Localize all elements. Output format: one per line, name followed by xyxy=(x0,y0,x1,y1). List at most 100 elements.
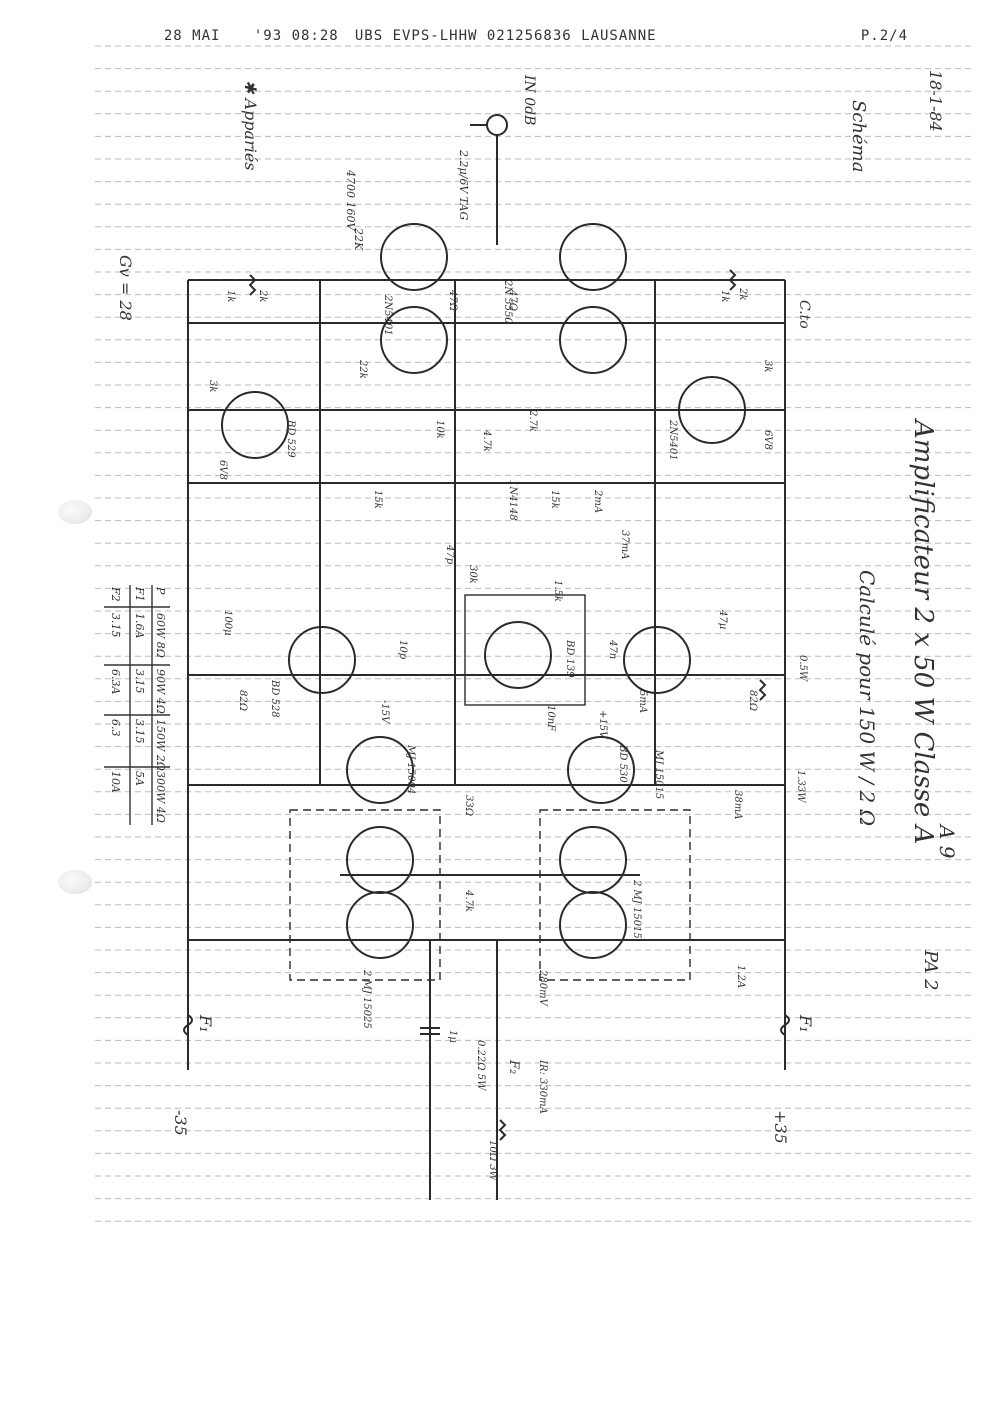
asterisk-note: ✱ Appariés xyxy=(241,80,260,171)
component-labels: 2k 1k 2k 1k 3k 3k 47Ω 47Ω 22k 15k 15k 2.… xyxy=(207,287,808,1182)
input-cap: 2.2μ/6V TAG xyxy=(457,149,470,220)
fax-date: 28 MAI xyxy=(163,28,221,44)
d-1n4148: 1N4148 xyxy=(507,480,518,521)
r-15: 1.5k xyxy=(552,580,563,602)
fax-timestamp: '93 08:28 xyxy=(235,12,339,44)
date-written: 18-1-84 xyxy=(926,70,945,132)
r-15k-2: 15k xyxy=(549,490,560,509)
input-jack xyxy=(486,114,508,136)
v-280mv: 280mV xyxy=(537,969,548,1008)
label-q4: 2N5401 xyxy=(667,419,678,461)
r-47-1: 47Ω xyxy=(447,289,458,311)
fuse-table-header: 60W 8Ω xyxy=(154,613,167,658)
i-37ma: 37mA xyxy=(619,530,630,559)
fuse-table-cell: F1 xyxy=(133,586,146,602)
r-30k: 30k xyxy=(467,565,478,584)
dashed-box-right xyxy=(539,809,691,981)
fax-sender-text: UBS EVPS-LHHW 021256836 LAUSANNE xyxy=(354,28,657,44)
fuse-pos xyxy=(780,1014,790,1036)
r-2k-1: 2k xyxy=(257,289,268,302)
input-r: 22K xyxy=(352,227,365,251)
c-1u: 1μ xyxy=(447,1030,458,1043)
c-47p: 47p xyxy=(444,544,455,565)
transistor-q15 xyxy=(559,891,627,959)
fax-time: '93 08:28 xyxy=(253,28,339,44)
r-27k: 2.7k xyxy=(527,409,538,432)
r-3k-2: 3k xyxy=(762,360,773,372)
fax-page-number: P.2/4 xyxy=(860,28,909,44)
fuse-table-grid xyxy=(104,585,170,825)
supply-neg: -35 xyxy=(171,1110,190,1136)
fax-header: 28 MAI xyxy=(145,12,220,44)
dashed-box-left xyxy=(289,809,441,981)
fuse-table-cell: 3.15 xyxy=(133,669,146,694)
r-10k: 10k xyxy=(434,420,445,439)
label-q9: MJ 15015 xyxy=(653,749,664,799)
c-label: C.to xyxy=(796,300,812,329)
fuse-table-cell: F2 xyxy=(109,586,122,602)
binder-hole-bottom xyxy=(58,870,92,894)
label-q6: BD 139 xyxy=(564,639,575,678)
fuse-neg xyxy=(183,1014,193,1036)
r-1k-2: 1k xyxy=(719,290,730,302)
schematic xyxy=(183,114,790,1200)
fuse-neg-label: F₁ xyxy=(196,1014,215,1033)
c-10n: 10nF xyxy=(545,705,556,732)
fuse-table-cell: 10A xyxy=(109,771,122,793)
fuse-table-cell: 5A xyxy=(133,771,146,786)
resistor-top-right xyxy=(728,269,737,291)
i-2ma: 2mA xyxy=(592,489,603,513)
transistor-q2 xyxy=(559,223,627,291)
label-q5: BD 528 xyxy=(269,679,280,718)
fuse-out-label: F₂ xyxy=(506,1059,521,1074)
r-10w: 10Ω 3W xyxy=(487,1140,498,1182)
v-35: -15V xyxy=(379,700,390,725)
transistor-q3 xyxy=(380,306,448,374)
ruled-lines xyxy=(95,45,975,1222)
c-10p: 10p xyxy=(397,640,408,660)
fuse-table-header: 150W 2Ω xyxy=(154,719,167,771)
r-2k-2: 2k xyxy=(737,287,748,300)
sheet-ref: PA 2 xyxy=(920,949,941,991)
fuse-pos-label: F₁ xyxy=(796,1014,815,1033)
resistor-82-right xyxy=(758,679,767,701)
fax-sender: UBS EVPS-LHHW 021256836 LAUSANNE xyxy=(336,12,657,44)
i-38ma: 38mA xyxy=(732,790,743,819)
r-15k-1: 15k xyxy=(372,490,383,509)
resistor-top-left xyxy=(248,274,257,296)
handwritten-labels: 18-1-84 Schéma ✱ Appariés Gv = 28 C.to A… xyxy=(116,70,959,1144)
resistor-output xyxy=(498,1119,507,1141)
title-main: Amplificateur 2 x 50 W Classe A xyxy=(908,418,938,844)
transistor-q14 xyxy=(346,891,414,959)
fuse-table-cell: 1.6A xyxy=(133,613,146,638)
title-sub: Calculé pour 150 W / 2 Ω xyxy=(855,570,879,826)
transistor-q8 xyxy=(484,621,552,689)
r-0r22: 0.22Ω 5W xyxy=(475,1040,486,1091)
transistor-q11 xyxy=(567,736,635,804)
label-q8: MJ 15004 xyxy=(405,744,416,794)
r-4k7: 4.7k xyxy=(463,889,474,912)
c-100u: 100μ xyxy=(222,610,233,636)
transistor-q1 xyxy=(380,223,448,291)
fuse-table-cell: 3.15 xyxy=(133,719,146,744)
fuse-table-cell: 6.3 xyxy=(109,719,122,737)
r-47k: 4.7k xyxy=(481,429,492,452)
transistor-q6 xyxy=(678,376,746,444)
i-12a: 1.2A xyxy=(735,965,746,988)
label-q11: 2 MJ 15025 xyxy=(361,969,372,1029)
i-5ma: 5mA xyxy=(637,690,648,713)
fax-page: P.2/4 xyxy=(842,12,908,44)
transistor-labels: 2N5401 2N 5550 BD 529 2N5401 BD 528 BD 1… xyxy=(269,279,678,1029)
gain-label: Gv = 28 xyxy=(116,255,135,321)
ir-330: IR: 330mA xyxy=(537,1059,548,1114)
label-q1: 2N5401 xyxy=(382,294,393,336)
supply-pos: +35 xyxy=(771,1110,790,1144)
v-15: +15V xyxy=(597,710,608,740)
r-22k: 22k xyxy=(357,359,368,379)
bias-box xyxy=(464,594,586,706)
c-47u: 47μ xyxy=(717,609,728,629)
label-q3: BD 529 xyxy=(285,419,296,458)
label-q2: 2N 5550 xyxy=(502,279,513,324)
